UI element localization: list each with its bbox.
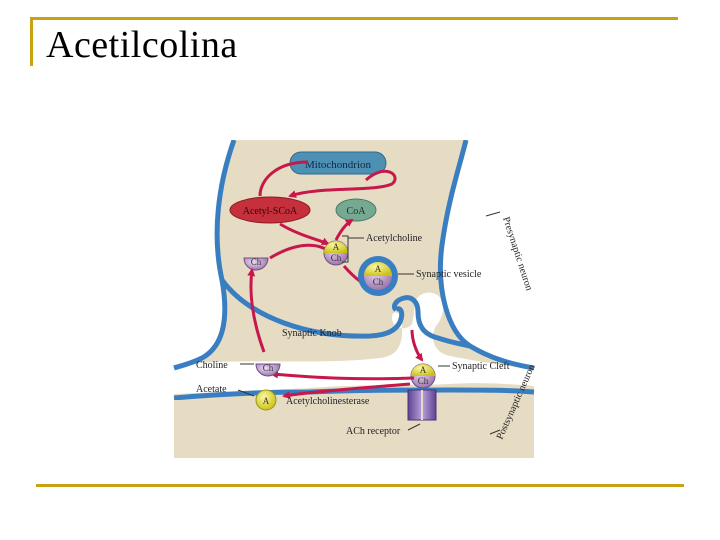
acetate-letter: A bbox=[263, 396, 270, 406]
slide-title: Acetilcolina bbox=[46, 24, 238, 66]
cleft-acetyl-letter: A bbox=[420, 365, 427, 375]
ach-choline-letter: Ch bbox=[331, 253, 342, 263]
acetate-molecule bbox=[255, 389, 277, 411]
ach-receptor-leader bbox=[407, 423, 421, 431]
ach-acetyl-letter: A bbox=[333, 242, 340, 252]
synaptic-vesicle-label: Synaptic vesicle bbox=[416, 269, 482, 280]
choline-cytoplasm bbox=[243, 257, 269, 271]
acetylscoa-to-ach-arrow bbox=[279, 222, 330, 246]
top-left-rule-vertical bbox=[30, 17, 33, 66]
choline-label: Choline bbox=[196, 360, 228, 371]
vesicle-choline-letter: Ch bbox=[373, 277, 384, 287]
choline-cleft-letter: Ch bbox=[263, 363, 274, 373]
vesicle-ach-acetyl-half bbox=[364, 262, 392, 276]
choline-cytoplasm-letter: Ch bbox=[251, 257, 262, 267]
coa-release-arrow bbox=[334, 218, 354, 241]
postsynaptic-cytoplasm bbox=[174, 400, 534, 458]
acetylcholine-bracket bbox=[342, 235, 349, 263]
presynaptic-membrane-bottom-left bbox=[219, 278, 405, 339]
postsynaptic-membrane bbox=[173, 387, 535, 401]
synaptic-knob-label: Synaptic Knob bbox=[282, 328, 342, 339]
ach-acetyl-half bbox=[324, 241, 348, 253]
presynaptic-membrane-right bbox=[437, 140, 535, 371]
ach-to-choline-arrow bbox=[270, 370, 415, 381]
acetylcholine-synapse-diagram: Mitochondrion Acetyl-SCoA CoA A Ch Acety… bbox=[173, 140, 538, 458]
postsynaptic-leader bbox=[489, 429, 501, 435]
vesicle-acetyl-letter: A bbox=[375, 264, 382, 274]
presynaptic-leader bbox=[485, 211, 501, 217]
mitochondrion-to-acetylscoa-arrow bbox=[288, 169, 397, 198]
coa-label: CoA bbox=[347, 206, 367, 217]
ach-release-arrow bbox=[410, 329, 424, 362]
acetate-label: Acetate bbox=[196, 384, 227, 395]
ach-receptor-label: ACh receptor bbox=[346, 426, 401, 437]
vesicle-fusion-pocket bbox=[391, 295, 471, 349]
top-rule bbox=[30, 17, 678, 20]
right-extracellular-space bbox=[440, 140, 534, 368]
acetylcholine-label: Acetylcholine bbox=[366, 233, 423, 244]
mitochondrion-label: Mitochondrion bbox=[305, 159, 371, 171]
mitochondrion-loop-arrow bbox=[258, 160, 309, 197]
presynaptic-membrane-left bbox=[173, 140, 237, 371]
bottom-rule bbox=[36, 484, 684, 487]
choline-reuptake-arrow bbox=[247, 268, 266, 353]
choline-cleft bbox=[255, 363, 281, 377]
ach-to-acetate-arrow bbox=[282, 382, 411, 400]
acetylcholinesterase-label: Acetylcholinesterase bbox=[286, 396, 370, 407]
acetyl-scoa-capsule bbox=[229, 196, 311, 224]
synaptic-cleft-label: Synaptic Cleft bbox=[452, 361, 510, 372]
cleft-ach-acetyl-half bbox=[411, 364, 435, 376]
coa-capsule bbox=[335, 198, 377, 222]
acetyl-scoa-label: Acetyl-SCoA bbox=[243, 206, 298, 217]
cleft-choline-letter: Ch bbox=[418, 376, 429, 386]
acetate-leader bbox=[237, 389, 255, 397]
